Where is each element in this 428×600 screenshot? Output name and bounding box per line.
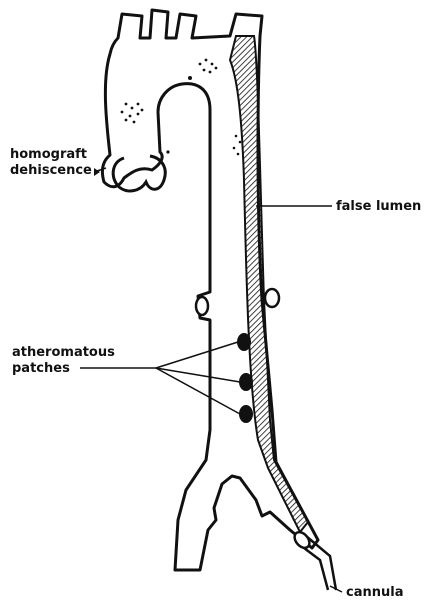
homograft-label-line1: homograft (10, 147, 87, 162)
homograft-label-line2: dehiscence (10, 163, 92, 178)
cannula (292, 529, 336, 590)
atheromatous-label-line1: atheromatous (12, 345, 115, 360)
false-lumen-label: false lumen (336, 199, 421, 214)
branch-vessel-left (196, 297, 208, 315)
cannula-label: cannula (346, 585, 403, 600)
arch-speckles (121, 59, 242, 156)
false-lumen (230, 36, 308, 532)
branch-vessel-right (265, 289, 279, 307)
atheromatous-label-line2: patches (12, 361, 70, 376)
homograft-lobes (113, 156, 165, 191)
